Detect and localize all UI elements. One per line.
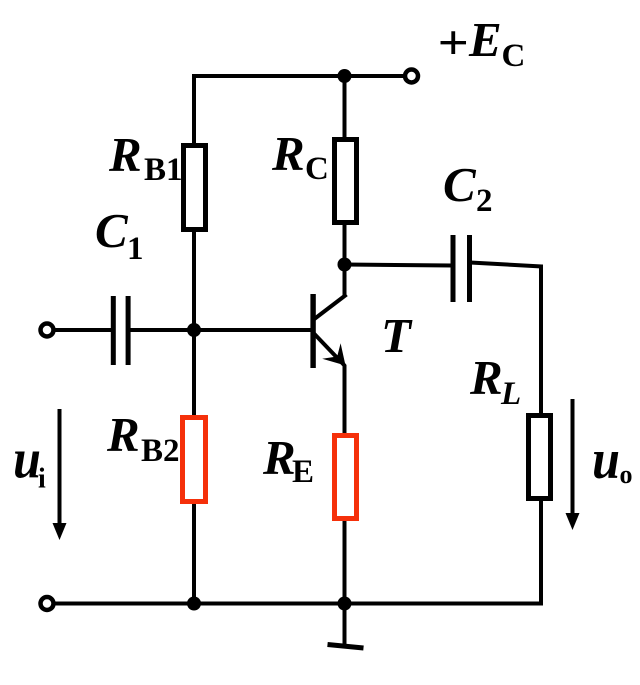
svg-text:R: R bbox=[271, 126, 305, 181]
svg-text:R: R bbox=[469, 350, 503, 405]
svg-text:R: R bbox=[262, 430, 296, 485]
svg-text:2: 2 bbox=[476, 183, 493, 219]
svg-text:C: C bbox=[443, 157, 477, 212]
svg-text:E: E bbox=[468, 12, 502, 67]
svg-text:L: L bbox=[500, 376, 521, 412]
svg-text:R: R bbox=[106, 407, 140, 462]
svg-text:R: R bbox=[108, 127, 142, 182]
svg-text:C: C bbox=[502, 38, 526, 74]
svg-text:C: C bbox=[95, 203, 129, 258]
svg-text:1: 1 bbox=[127, 231, 144, 267]
svg-text:E: E bbox=[292, 454, 314, 490]
svg-text:i: i bbox=[38, 464, 46, 495]
svg-text:B2: B2 bbox=[141, 433, 180, 469]
svg-text:u: u bbox=[592, 427, 620, 491]
svg-text:+: + bbox=[438, 17, 469, 71]
svg-text:o: o bbox=[620, 460, 633, 489]
svg-text:C: C bbox=[305, 151, 329, 187]
svg-text:u: u bbox=[13, 427, 41, 491]
svg-text:B1: B1 bbox=[144, 152, 183, 188]
svg-text:T: T bbox=[381, 308, 413, 363]
